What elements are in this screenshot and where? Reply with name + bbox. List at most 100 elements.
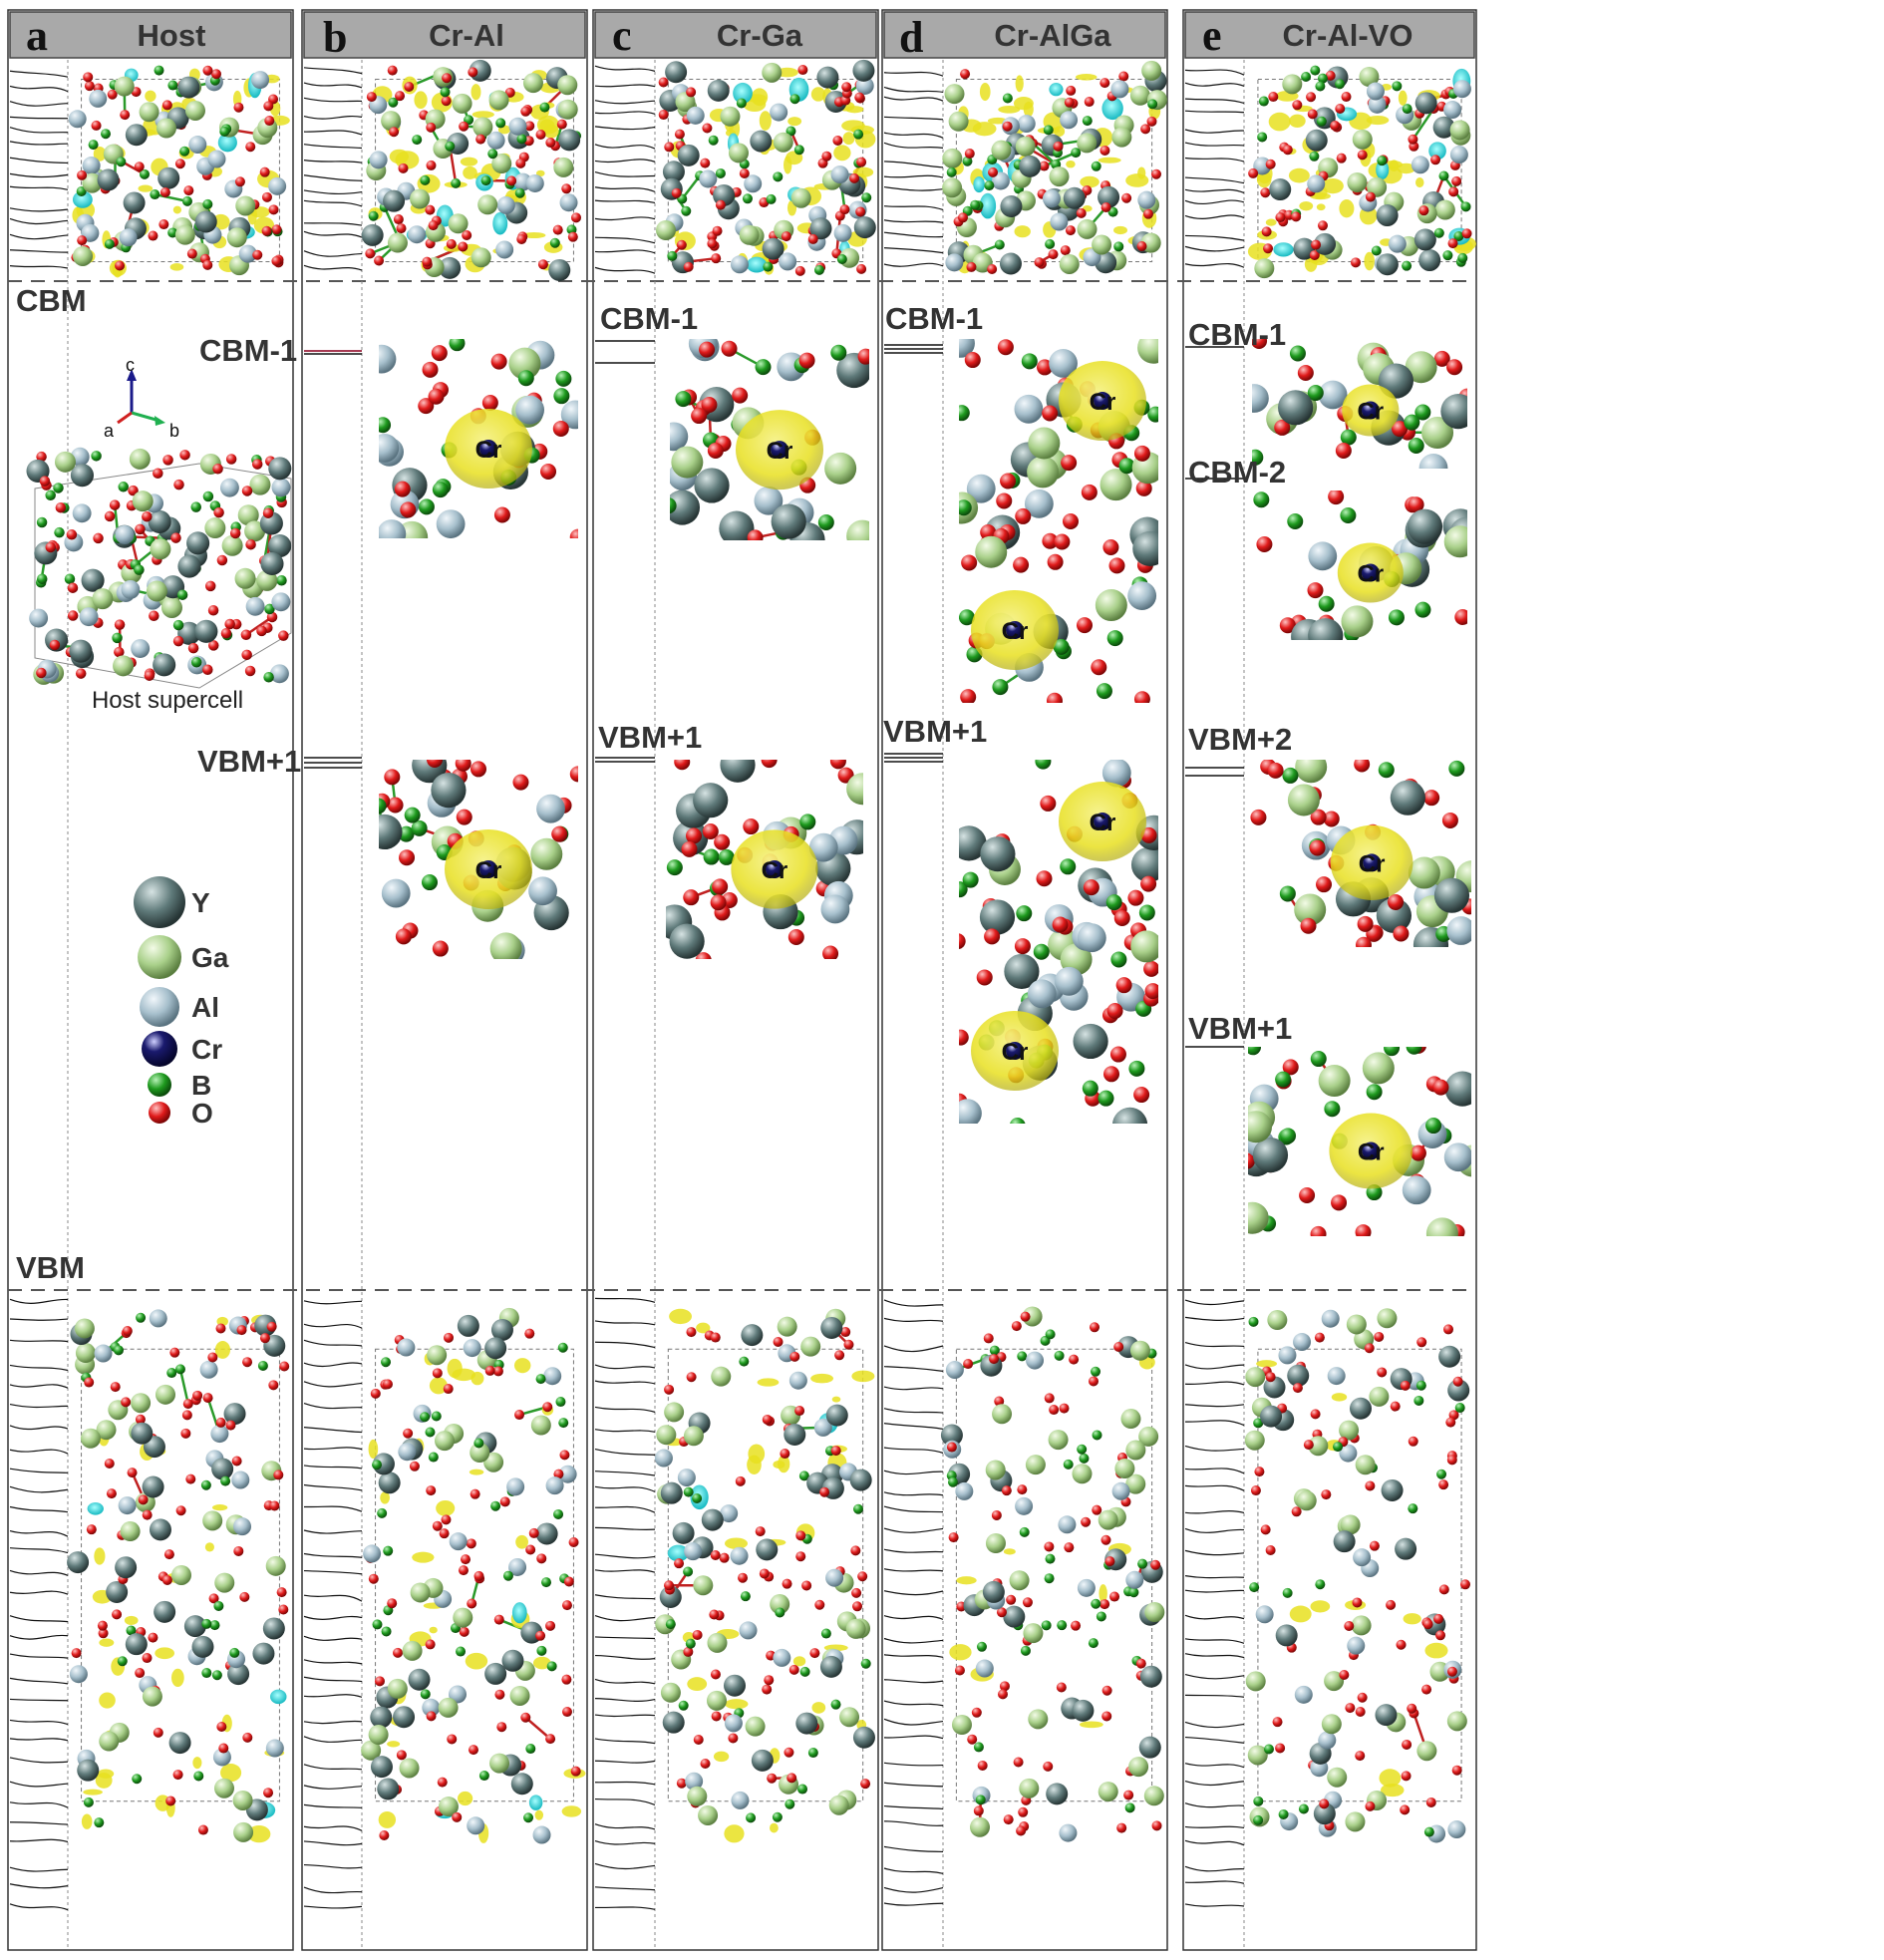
atom-al [1077, 923, 1106, 953]
atom-b [1457, 252, 1468, 263]
vbm-band-line [1184, 1341, 1245, 1348]
atom-b [797, 1784, 808, 1795]
atom-b [683, 1486, 694, 1497]
vbm-band-line [303, 1362, 363, 1367]
vbm-band-line [1184, 1694, 1245, 1698]
cbm-band-line [1184, 110, 1245, 114]
atom-y [1375, 1704, 1398, 1727]
atom-cr [479, 440, 497, 458]
atom-b [480, 175, 491, 186]
atom-o [692, 1629, 703, 1640]
isosurface-blob [972, 122, 997, 137]
atom-b [1082, 116, 1093, 127]
atom-al [1014, 394, 1044, 424]
atom-b [766, 193, 777, 204]
atom-al [118, 1496, 137, 1515]
atom-o [400, 501, 417, 518]
atom-o [1123, 1790, 1134, 1800]
atom-ga [707, 1632, 728, 1653]
atom-y [1305, 129, 1328, 152]
atom-o [242, 1357, 253, 1368]
isosurface-blob [452, 1368, 476, 1382]
atom-o [520, 1712, 531, 1723]
atom-b [1310, 65, 1321, 76]
atom-o [1252, 339, 1268, 349]
isosurface-blob [83, 1789, 103, 1796]
atom-b [167, 227, 178, 238]
vbm-band-line [303, 1886, 363, 1894]
atom-o [425, 1639, 436, 1650]
atom-o [493, 1614, 504, 1625]
atom-al [1110, 80, 1129, 99]
atom-b [420, 1412, 431, 1423]
atom-o [142, 510, 153, 522]
cbm-band-line [594, 111, 656, 115]
atom-ga [773, 132, 793, 153]
axis-b-arrow [131, 411, 160, 423]
atom-b [1077, 1444, 1088, 1455]
atom-al [1452, 80, 1471, 99]
atom-o [1365, 191, 1376, 202]
vbm-band-line [594, 1569, 656, 1573]
atom-o [681, 840, 698, 857]
cr-label: Cr [1357, 399, 1384, 426]
atom-o [173, 479, 184, 490]
vbm-band-line [594, 1448, 656, 1456]
atom-o [170, 532, 181, 543]
atom-o [120, 110, 131, 121]
atom-b [1425, 1118, 1442, 1135]
isosurface-blob [378, 1810, 397, 1828]
atom-b [992, 679, 1009, 696]
atom-o [686, 1327, 697, 1338]
atom-y [186, 531, 210, 555]
atom-o [540, 463, 557, 480]
atom-o [428, 388, 445, 405]
atom-ga [1245, 1367, 1266, 1388]
atom-o [1454, 609, 1467, 626]
atom-o [711, 253, 722, 264]
atom-ga [671, 446, 704, 479]
atom-o [252, 249, 263, 260]
atom-o [231, 1456, 242, 1467]
atom-al [29, 608, 49, 628]
atom-o [996, 1607, 1007, 1618]
atom-o [159, 186, 170, 197]
atom-y [665, 61, 688, 84]
atom-o [446, 238, 457, 249]
atom-o [1103, 1066, 1120, 1083]
vbm-band-line [1184, 1781, 1245, 1787]
atom-o [468, 1745, 478, 1756]
atom-y [361, 223, 384, 246]
isosurface-blob [99, 1692, 116, 1709]
atom-o [269, 1500, 280, 1511]
atom-b [1110, 951, 1127, 968]
atom-ga [1340, 1514, 1361, 1535]
atom-al [739, 1621, 758, 1640]
atom-b [190, 657, 202, 668]
atom-b [1045, 1329, 1056, 1340]
atom-o [1089, 1322, 1099, 1333]
vbm-band-line [594, 1320, 656, 1326]
atom-o [245, 142, 256, 153]
atom-b [830, 1699, 841, 1710]
isosurface-blob [1339, 199, 1355, 218]
cr-label: Cr [1002, 1039, 1029, 1066]
atom-o [535, 1630, 546, 1641]
atom-o [1044, 1393, 1055, 1404]
atom-ga [1130, 930, 1158, 963]
vbm-band-line [9, 1569, 69, 1576]
atom-o [683, 261, 694, 272]
atom-ga [1341, 605, 1374, 638]
label-vbm1-e: VBM+1 [1188, 1011, 1292, 1046]
isosurface-blob [1331, 1393, 1348, 1402]
atom-y [1112, 1107, 1148, 1124]
atom-o [1310, 1409, 1321, 1420]
isosurface-blob [414, 91, 428, 110]
atom-o [395, 91, 406, 102]
atom-o [971, 1707, 982, 1718]
atom-al [779, 252, 797, 271]
atom-y [701, 1508, 724, 1531]
atom-o [545, 1620, 556, 1631]
cbm-band-line [9, 233, 69, 240]
isosurface-blob [725, 1537, 749, 1549]
